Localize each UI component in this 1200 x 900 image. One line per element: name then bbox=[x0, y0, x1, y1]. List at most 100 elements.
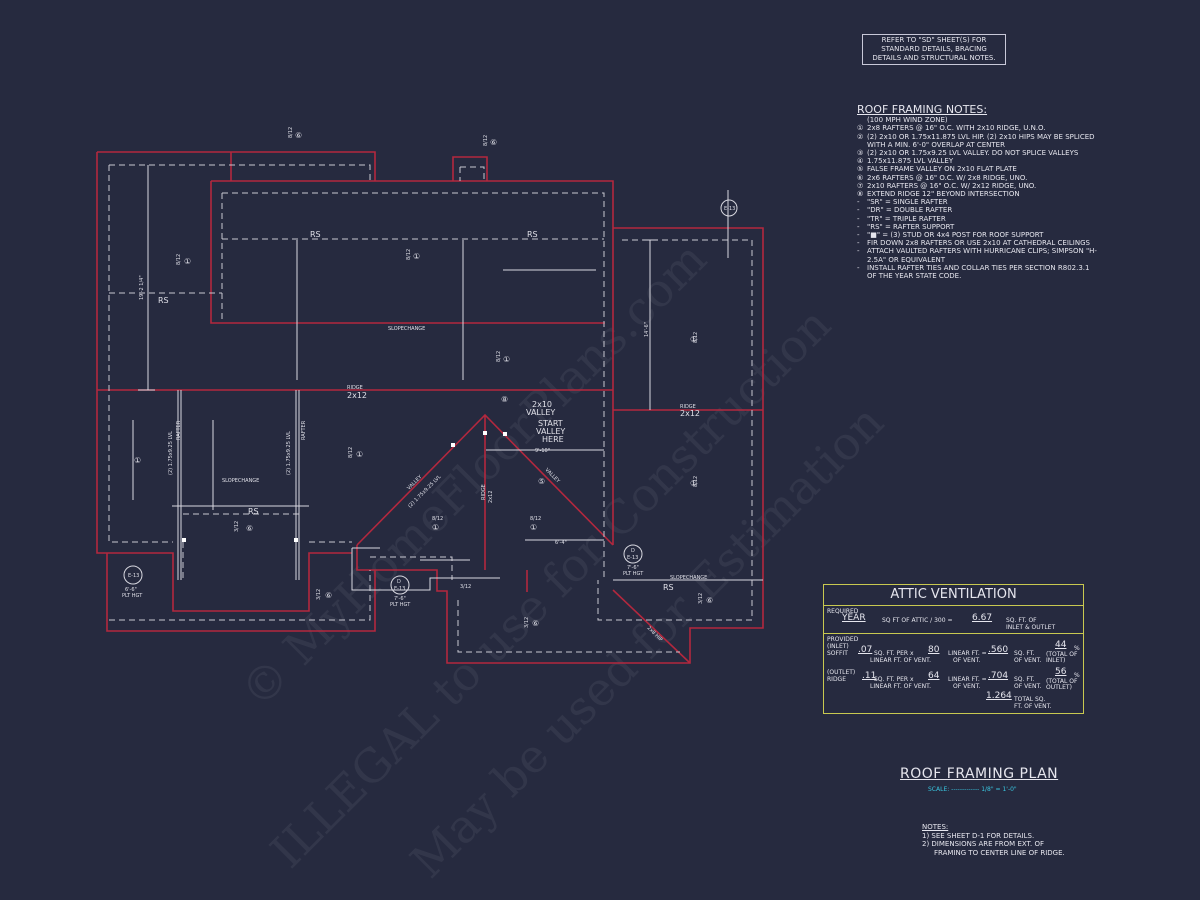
sqft-per: SQ. FT. PER x bbox=[874, 650, 914, 657]
framing-note: ③(2) 2x10 OR 1.75x9.25 LVL VALLEY. DO NO… bbox=[857, 149, 1097, 157]
rafter-mark: ⑥ bbox=[295, 131, 302, 140]
rafter-mark: ① bbox=[503, 355, 510, 364]
pitch-label: 8/12 bbox=[348, 447, 354, 458]
note-marker: - bbox=[857, 214, 860, 223]
sq-ft: SQ. FT. bbox=[1014, 676, 1035, 683]
inlet-label: (INLET) bbox=[827, 643, 849, 650]
valley-label: VALLEY bbox=[526, 408, 555, 417]
note-text: "RS" = RAFTER SUPPORT bbox=[867, 222, 955, 231]
framing-note: -"SR" = SINGLE RAFTER bbox=[857, 198, 1097, 206]
percent-sign: % bbox=[1074, 672, 1080, 679]
bottom-note: 1) SEE SHEET D-1 FOR DETAILS. bbox=[922, 831, 1035, 840]
pitch-label: 8/12 bbox=[176, 254, 182, 265]
detail-bubble[interactable]: D E-13 7'-6" PLT HGT bbox=[623, 544, 644, 577]
dimension-mid1: 9'-10" bbox=[535, 448, 550, 454]
rafter-mark: ⑥ bbox=[490, 138, 497, 147]
note-marker: - bbox=[857, 231, 860, 240]
pitch-label: 8/12 bbox=[693, 332, 699, 343]
post bbox=[294, 538, 298, 542]
note-marker: - bbox=[857, 206, 860, 215]
detail-bubble[interactable]: D E-13 7'-6" PLT HGT bbox=[390, 575, 411, 608]
rafter-mark: ⑥ bbox=[532, 619, 539, 628]
ridge-label: RIDGE bbox=[680, 404, 696, 410]
attic-ventilation-table: ATTIC VENTILATION REQUIRED YEAR SQ FT OF… bbox=[823, 584, 1084, 714]
note-marker: ⑥ bbox=[857, 173, 864, 182]
valley-lvl-label: (2) 1.75x9.25 LVL bbox=[407, 474, 442, 509]
total-inlet: (TOTAL OF INLET) bbox=[1046, 651, 1078, 664]
roof-framing-notes: ROOF FRAMING NOTES: (100 MPH WIND ZONE) … bbox=[857, 104, 1097, 280]
slopechange-label: SLOPECHANGE bbox=[670, 575, 707, 581]
ridge-area: .704 bbox=[988, 671, 1009, 681]
rs-label: RS bbox=[310, 230, 321, 239]
total-value: 1.264 bbox=[986, 691, 1012, 701]
pitch-label: 8/12 bbox=[288, 127, 294, 138]
reference-line: REFER TO "SD" SHEET(S) FOR bbox=[881, 36, 987, 44]
note-marker: ⑤ bbox=[857, 165, 864, 174]
required-text: SQ FT OF ATTIC / 300 = bbox=[882, 617, 953, 624]
framing-note: -FIR DOWN 2x8 RAFTERS OR USE 2x10 AT CAT… bbox=[857, 239, 1097, 247]
detail-bubble[interactable]: E-13 6'-6" PLT HGT bbox=[122, 565, 143, 599]
note-text: 2x10 RAFTERS @ 16" O.C. W/ 2x12 RIDGE, U… bbox=[867, 181, 1037, 190]
note-text: EXTEND RIDGE 12" BEYOND INTERSECTION bbox=[867, 190, 1020, 199]
start-valley-label: START bbox=[538, 419, 563, 428]
note-marker: - bbox=[857, 198, 860, 207]
detail-sheet: E-13 bbox=[394, 586, 405, 592]
soffit-per: .07 bbox=[858, 645, 873, 655]
framing-note: -"TR" = TRIPLE RAFTER bbox=[857, 215, 1097, 223]
rafter-mark: ① bbox=[356, 450, 363, 459]
of-vent: OF VENT. bbox=[1014, 657, 1042, 664]
sq-ft: SQ. FT. bbox=[1014, 650, 1035, 657]
note-marker: ② bbox=[857, 132, 864, 141]
pitch-label: 8/12 bbox=[496, 351, 502, 362]
rafter-mark: ① bbox=[530, 523, 537, 532]
plate-height: 6'-6" bbox=[125, 587, 137, 593]
soffit-linear: 80 bbox=[928, 645, 940, 655]
post bbox=[503, 432, 507, 436]
bottom-notes: NOTES: 1) SEE SHEET D-1 FOR DETAILS. 2) … bbox=[922, 823, 1065, 857]
pitch-label: 8/12 bbox=[406, 249, 412, 260]
total-outlet: (TOTAL OF OUTLET) bbox=[1046, 678, 1078, 691]
framing-note: ②(2) 2x10 OR 1.75x11.875 LVL HIP. (2) 2x… bbox=[857, 133, 1097, 149]
rafter-mark: ① bbox=[690, 479, 697, 488]
note-marker: - bbox=[857, 247, 860, 256]
post bbox=[483, 431, 487, 435]
dimension-mid2: 6'-4" bbox=[555, 540, 567, 546]
note-text: "■" = (3) STUD OR 4x4 POST FOR ROOF SUPP… bbox=[867, 231, 1044, 240]
rafter-mark: ⑥ bbox=[325, 591, 332, 600]
of-vent: OF VENT. bbox=[953, 657, 981, 664]
note-text: 2x8 RAFTERS @ 16" O.C. WITH 2x10 RIDGE, … bbox=[867, 124, 1046, 133]
framing-lines bbox=[132, 165, 763, 591]
detail-letter: D bbox=[397, 579, 401, 585]
detail-sheet: E-13 bbox=[627, 555, 638, 561]
ridge-size-label: 2x12 bbox=[488, 490, 494, 503]
framing-note: -"DR" = DOUBLE RAFTER bbox=[857, 206, 1097, 214]
plan-title: ROOF FRAMING PLAN bbox=[900, 766, 1059, 782]
note-marker: ③ bbox=[857, 149, 864, 158]
slopechange-label: SLOPECHANGE bbox=[388, 326, 425, 332]
start-valley-label: HERE bbox=[542, 435, 564, 444]
rs-label: RS bbox=[663, 583, 674, 592]
rafter-mark: ⑥ bbox=[706, 596, 713, 605]
detail-letter: D bbox=[631, 548, 635, 554]
framing-note: -ATTACH VAULTED RAFTERS WITH HURRICANE C… bbox=[857, 247, 1097, 263]
note-marker: ⑦ bbox=[857, 181, 864, 190]
rafter-mark: ① bbox=[134, 456, 141, 465]
note-text: ATTACH VAULTED RAFTERS WITH HURRICANE CL… bbox=[867, 247, 1097, 264]
ridge-mark: ⑧ bbox=[501, 395, 508, 404]
reference-line: STANDARD DETAILS, BRACING bbox=[881, 45, 987, 53]
bottom-note: FRAMING TO CENTER LINE OF RIDGE. bbox=[934, 848, 1065, 857]
ridge-label: RIDGE bbox=[481, 484, 487, 500]
dimension-right: 14'-6" bbox=[644, 322, 650, 337]
rs-label: RS bbox=[248, 507, 259, 516]
detail-bubble[interactable]: E-13 bbox=[720, 199, 738, 217]
rafter-label: RAFTER bbox=[176, 420, 182, 440]
provided-label: PROVIDED bbox=[827, 636, 859, 643]
rs-label: RS bbox=[527, 230, 538, 239]
rafter-mark: ① bbox=[690, 335, 697, 344]
valley-label: VALLEY bbox=[406, 474, 424, 492]
lvl-rafter-label: (2) 1.75x9.25 LVL bbox=[286, 431, 292, 475]
